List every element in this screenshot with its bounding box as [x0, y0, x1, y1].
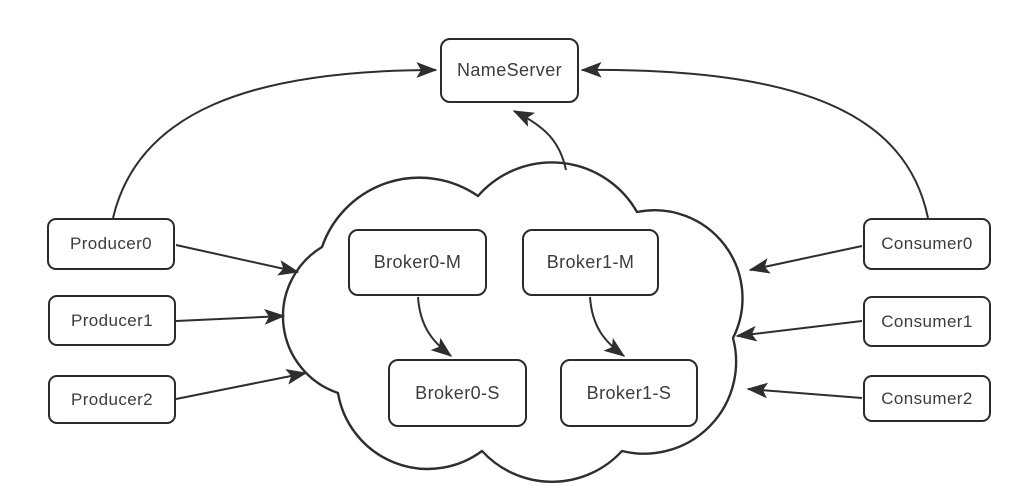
- node-nameserver-label: NameServer: [456, 60, 563, 80]
- edge-consumer0-cluster: [748, 245, 863, 274]
- edge-consumer2-cluster: [746, 382, 863, 399]
- edge-producer0-cluster: [175, 244, 300, 276]
- node-nameserver: NameServer: [440, 38, 579, 103]
- node-broker1-master: Broker1-M: [522, 229, 659, 296]
- node-broker1-slave-label: Broker1-S: [586, 382, 672, 403]
- edge-producer1-cluster: [175, 309, 286, 325]
- edge-producer0-nameserver: [112, 62, 438, 219]
- edge-consumer0-nameserver: [580, 61, 929, 219]
- edge-broker0m-broker0s: [417, 296, 453, 357]
- node-consumer2: Consumer2: [863, 375, 991, 422]
- edge-consumer1-cluster: [735, 320, 863, 342]
- node-broker0-slave: Broker0-S: [388, 359, 527, 427]
- node-consumer0: Consumer0: [863, 218, 991, 270]
- edge-producer2-cluster: [175, 369, 308, 400]
- node-broker0-slave-label: Broker0-S: [415, 382, 500, 403]
- node-consumer1-label: Consumer1: [881, 311, 973, 331]
- edge-brokercluster-nameserver: [512, 110, 567, 171]
- node-producer2-label: Producer2: [70, 389, 154, 409]
- node-producer1-label: Producer1: [70, 310, 154, 330]
- node-consumer0-label: Consumer0: [881, 234, 973, 253]
- broker-cluster-cloud: [281, 161, 744, 483]
- node-broker0-master-label: Broker0-M: [373, 252, 462, 272]
- node-consumer1: Consumer1: [863, 296, 991, 347]
- node-producer1: Producer1: [48, 295, 176, 346]
- node-producer0-label: Producer0: [69, 234, 153, 253]
- edge-broker1m-broker1s: [589, 296, 626, 357]
- node-broker1-slave: Broker1-S: [560, 359, 698, 427]
- node-broker1-master-label: Broker1-M: [546, 252, 635, 272]
- node-consumer2-label: Consumer2: [881, 388, 973, 408]
- node-producer0: Producer0: [47, 218, 175, 270]
- node-broker0-master: Broker0-M: [348, 229, 487, 296]
- node-producer2: Producer2: [48, 375, 176, 424]
